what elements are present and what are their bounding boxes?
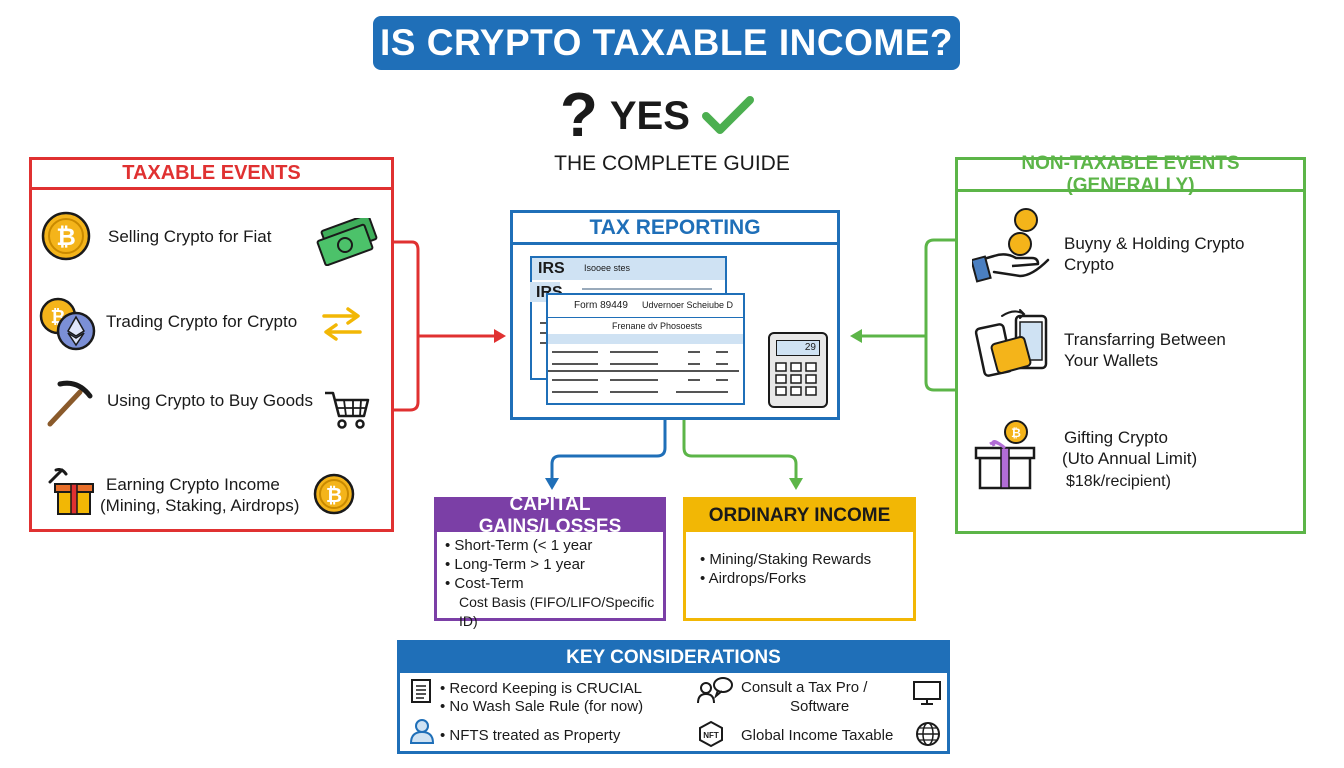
title-banner: IS CRYPTO TAXABLE INCOME? [373,16,960,70]
taxable-item-2: Trading Crypto for Crypto [106,312,298,331]
capital-gains-note: Cost Basis (FIFO/LIFO/Specific ID) [459,594,655,629]
key-considerations-panel: KEY CONSIDERATIONS [397,640,950,754]
nontaxable-item-3-line3: $18k/recipient) [1066,473,1171,490]
key-right-1: Consult a Tax Pro / [741,679,868,696]
key-left-2: • No Wash Sale Rule (for now) [440,698,644,715]
form-table-lines [548,351,739,393]
nontaxable-arrow-head [850,329,862,343]
gift-icon [48,468,94,515]
svg-text:₿: ₿ [326,485,342,507]
form-back-small-header: Isooee stes [584,263,631,273]
taxable-item-4-line1: Earning Crypto Income [106,475,280,494]
nontaxable-bracket [924,238,955,392]
phone-wallet-icon [974,309,1048,377]
taxable-item-1: Selling Crypto for Fiat [108,227,272,246]
form-back-header: IRS Isooee stes [532,258,725,280]
non-taxable-heading: NON-TAXABLE EVENTS (GENERALLY) [958,153,1303,196]
nontaxable-item-1-line1: Buyny & Holding Crypto [1064,234,1245,253]
checkmark-icon [701,96,754,134]
form-line [582,288,712,290]
form-schedule: Udvernoer Scheiube D [642,300,734,310]
key-left-1-text: Record Keeping is CRUCIAL [449,680,643,697]
nontaxable-item-2-line2: Your Wallets [1064,351,1159,370]
capital-gains-heading: CAPITAL GAINS/LOSSES [437,494,663,537]
nontaxable-item-3-line1: Gifting Crypto [1064,428,1168,447]
key-left-1: • Record Keeping is CRUCIAL [440,680,643,697]
ordinary-income-bullet-1: Mining/Staking Rewards [709,551,872,568]
capital-gains-list: • Short-Term (< 1 year • Long-Term > 1 y… [437,532,663,631]
ordinary-income-panel: ORDINARY INCOME • Mining/Staking Rewards… [683,497,916,621]
calculator-display: 29 [776,340,820,356]
bitcoin-coin-icon: ₿ [41,211,91,261]
taxable-bracket [392,240,420,412]
capital-gains-bullet-1: Short-Term (< 1 year [454,537,593,554]
ordinary-income-list: • Mining/Staking Rewards • Airdrops/Fork… [686,532,913,588]
gift-icon-2: ₿ [974,420,1036,490]
money-bills-icon [316,218,378,266]
swap-arrows-icon [322,307,362,341]
ordinary-income-bullet-2: Airdrops/Forks [708,570,807,587]
ethereum-coin-icon: ₿ [39,297,96,351]
capital-gains-bullet: • Long-Term > 1 year [445,556,585,573]
calculator-keys [775,362,817,396]
bitcoin-coin-icon-2: ₿ [313,473,355,515]
answer-yes: YES [609,93,690,138]
form-table-header [548,334,743,344]
capital-gains-panel: CAPITAL GAINS/LOSSES • Short-Term (< 1 y… [434,494,666,629]
shopping-cart-icon [325,391,370,429]
pickaxe-icon [47,380,93,427]
key-right-2: Software [790,698,850,715]
taxable-item-3: Using Crypto to Buy Goods [107,391,313,410]
taxable-heading: TAXABLE EVENTS [32,160,391,190]
ordinary-income-bullet: • Airdrops/Forks [700,570,807,587]
key-right-global: Global Income Taxable [741,727,894,744]
question-mark: ? [560,81,598,150]
form-front-header: Form 89449 Udvernoer Scheiube D [548,295,743,318]
income-arrow-head [789,478,803,490]
key-left-3-text: NFTS treated as Property [449,727,621,744]
nontaxable-item-1-line2: Crypto [1064,255,1115,274]
monitor-icon [913,681,941,705]
taxable-arrow-head [494,329,506,343]
nontaxable-item-3-line2: (Uto Annual Limit) [1062,449,1198,468]
nft-hexagon-icon: NFT [699,720,723,748]
calculator-icon: 29 [768,332,828,408]
capital-gains-bullet-2: Long-Term > 1 year [454,556,585,573]
tax-reporting-heading: TAX REPORTING [513,213,837,245]
nontaxable-item-2-line1: Transfarring Between [1064,330,1226,349]
ordinary-income-bullet: • Mining/Staking Rewards [700,551,872,568]
capital-gains-bullet-3: Cost-Term [454,575,524,592]
capital-gains-bullet: • Short-Term (< 1 year [445,537,593,554]
nft-badge-text: NFT [703,731,719,740]
form-number: Form 89449 [574,300,628,311]
irs-form-front: Form 89449 Udvernoer Scheiube D Frenane … [546,293,745,405]
globe-icon [916,722,940,746]
ordinary-income-heading: ORDINARY INCOME [686,500,913,532]
document-icon [411,679,431,703]
income-arrow-line [682,420,798,480]
form-front-subtitle-row: Frenane dv Phosoests [548,318,743,334]
form-back-irs: IRS [538,260,565,277]
key-left-2-text: No Wash Sale Rule (for now) [449,698,644,715]
subtitle: THE COMPLETE GUIDE [554,152,790,175]
taxable-item-4-line2: (Mining, Staking, Airdrops) [100,496,300,515]
hand-coins-icon [972,208,1050,283]
answer-row: ? YES [560,84,790,148]
person-icon [409,719,435,744]
svg-text:₿: ₿ [1011,426,1021,440]
page-title: IS CRYPTO TAXABLE INCOME? [379,22,953,63]
chat-person-icon [697,677,733,704]
key-left-3: • NFTS treated as Property [440,727,621,744]
capital-arrow-head [545,478,559,490]
svg-text:₿: ₿ [56,224,76,251]
capital-gains-bullet: • Cost-Term [445,575,524,592]
form-subtitle: Frenane dv Phosoests [612,321,703,331]
key-considerations-heading: KEY CONSIDERATIONS [400,643,947,673]
capital-arrow-line [550,420,667,480]
taxable-events-panel: TAXABLE EVENTS [29,157,394,532]
